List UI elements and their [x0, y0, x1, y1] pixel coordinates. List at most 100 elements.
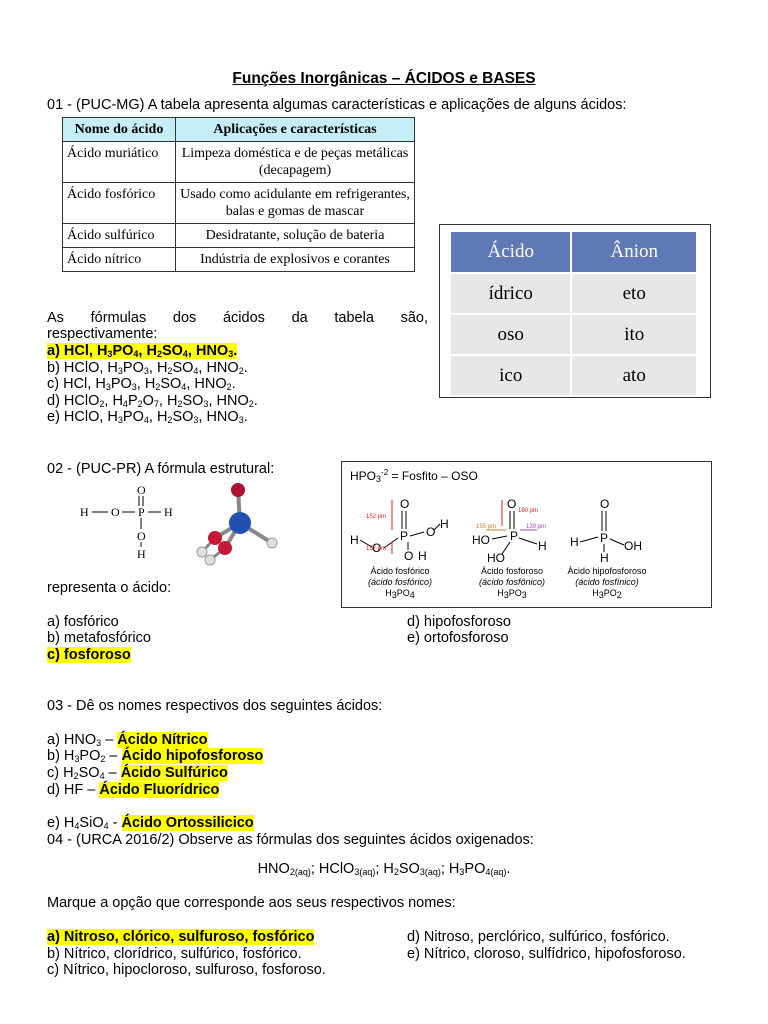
- pm-label: 155 pm: [476, 524, 496, 530]
- struct-formula: H3PO2: [557, 588, 657, 600]
- table-cell: ídrico: [451, 272, 573, 314]
- struct-formula-a: H: [385, 588, 392, 598]
- struct-formula-a: H: [497, 588, 504, 598]
- svg-text:OH: OH: [624, 539, 642, 553]
- struct-alt-name: (ácido fosfórico): [367, 577, 433, 587]
- table-header: Nome do ácido: [62, 117, 176, 142]
- anion-table-image: Ácido Ânion ídrico eto oso ito ico ato: [439, 224, 711, 398]
- q3-item-b: b) H3PO2 – Ácido hipofosforoso: [47, 748, 264, 764]
- table-header: Ácido: [451, 232, 573, 273]
- struct-formula-b: 3: [503, 590, 509, 600]
- table-row: Ácido fosfórico Usado como acidulante em…: [62, 182, 415, 224]
- q2-option-c-text: c) fosforoso: [47, 647, 131, 663]
- svg-text:HO: HO: [472, 533, 490, 547]
- svg-text:H: H: [164, 505, 173, 519]
- q2-option-d: d) hipofosforoso: [407, 614, 511, 630]
- struct-formula: H3PO4: [360, 588, 440, 600]
- q1-option-e: e) HClO, H3PO4, H2SO3, HNO3.: [47, 409, 248, 425]
- table-cell: Limpeza doméstica e de peças metálicas (…: [175, 141, 415, 183]
- table-cell: Indústria de explosivos e corantes: [175, 247, 415, 272]
- svg-text:O: O: [400, 497, 409, 511]
- svg-text:HO: HO: [487, 551, 505, 562]
- q1-option-b: b) HClO, H3PO3, H2SO4, HNO2.: [47, 360, 248, 376]
- table-row: Ácido nítrico Indústria de explosivos e …: [62, 247, 415, 272]
- q4-option-c: c) Nítrico, hipocloroso, sulfuroso, fosf…: [47, 962, 326, 978]
- svg-text:P: P: [510, 529, 518, 543]
- q3-answer: Ácido hipofosforoso: [121, 748, 264, 764]
- figure-title-sub: 3: [376, 474, 382, 484]
- struct-alt-name: (ácido fosfínico): [575, 577, 639, 587]
- pm-label: 157 pm: [366, 546, 386, 552]
- q4-option-e: e) Nítrico, cloroso, sulfídrico, hipofos…: [407, 946, 686, 962]
- struct-caption: Ácido fosfórico (ácido fosfórico) H3PO4: [360, 566, 440, 600]
- svg-text:H: H: [538, 539, 547, 553]
- q4-option-a: a) Nitroso, clórico, sulfuroso, fosfóric…: [47, 929, 315, 946]
- table-cell: Ácido nítrico: [62, 247, 176, 272]
- table-row: Ácido muriático Limpeza doméstica e de p…: [62, 141, 415, 183]
- svg-text:O: O: [600, 497, 609, 511]
- table-cell: Desidratante, solução de bateria: [175, 223, 415, 248]
- struct-name: Ácido hipofosforoso: [567, 566, 647, 576]
- struct-caption: Ácido fosforoso (ácido fosfônico) H3PO3: [467, 566, 557, 600]
- q2-question: representa o ácido:: [47, 580, 172, 596]
- table-cell: ato: [571, 354, 698, 395]
- q1-option-c: c) HCl, H3PO3, H2SO4, HNO2.: [47, 376, 236, 392]
- table-row: ídrico eto: [451, 272, 698, 314]
- svg-text:O: O: [426, 525, 435, 539]
- svg-text:P: P: [400, 529, 408, 543]
- q2-stem: 02 - (PUC-PR) A fórmula estrutural:: [47, 461, 275, 477]
- table-header-row: Nome do ácido Aplicações e característic…: [62, 117, 415, 142]
- q3-answer: Ácido Fluorídrico: [99, 782, 220, 798]
- svg-text:O: O: [404, 549, 413, 562]
- struct-formula-c: PO: [508, 588, 522, 598]
- q2-option-a: a) fosfórico: [47, 614, 119, 630]
- q2-option-c: c) fosforoso: [47, 647, 131, 664]
- ball-and-stick-model-image: [196, 483, 278, 566]
- struct-name: Ácido fosforoso: [480, 566, 544, 576]
- struct-formula-c: PO: [396, 588, 410, 598]
- q3-item-c: c) H2SO4 – Ácido Sulfúrico: [47, 765, 228, 781]
- table-header-row: Ácido Ânion: [451, 232, 698, 273]
- q4-option-b: b) Nítrico, clorídrico, sulfúrico, fosfó…: [47, 946, 302, 962]
- q3-answer: Ácido Ortossilicico: [121, 815, 254, 831]
- table-cell: Ácido muriático: [62, 141, 176, 183]
- struct-caption: Ácido hipofosforoso (ácido fosfínico) H3…: [557, 566, 657, 600]
- svg-text:H: H: [80, 505, 89, 519]
- struct-name: Ácido fosfórico: [370, 566, 430, 576]
- table-header: Aplicações e características: [175, 117, 415, 142]
- struct-formula-b: 3: [598, 590, 604, 600]
- struct-formula-d: 4: [409, 590, 415, 600]
- struct-formula-d: 2: [616, 590, 622, 600]
- q3-item-e: e) H4SiO4 - Ácido Ortossilicico: [47, 815, 254, 831]
- q3-answer: Ácido Sulfúrico: [120, 765, 228, 781]
- figure-title-sup: -2: [381, 468, 389, 477]
- svg-text:H: H: [570, 535, 579, 549]
- figure-title-rest: = Fosfito – OSO: [388, 469, 478, 483]
- q4-prompt: Marque a opção que corresponde aos seus …: [47, 895, 456, 911]
- q4-formulas: HNO2(aq); HClO3(aq); H2SO3(aq); H3PO4(aq…: [257, 861, 511, 877]
- q1-option-a: a) HCl, H3PO4, H2SO4, HNO3.: [47, 343, 238, 359]
- q1-option-d: d) HClO2, H4P2O7, H2SO3, HNO2.: [47, 393, 258, 409]
- q1-question-line2: respectivamente:: [47, 326, 158, 342]
- svg-text:O: O: [507, 497, 516, 511]
- table-cell: Usado como acidulante em refrigerantes, …: [175, 182, 415, 224]
- svg-text:H: H: [440, 517, 449, 531]
- svg-text:H: H: [137, 547, 146, 561]
- struct-formula: H3PO3: [467, 588, 557, 600]
- structural-formula-image: O H O P H O H: [80, 483, 173, 561]
- struct-formula-c: PO: [603, 588, 617, 598]
- pm-label: 152 pm: [366, 514, 386, 520]
- svg-text:H: H: [418, 549, 427, 562]
- struct-formula-b: 3: [391, 590, 397, 600]
- q3-answer: Ácido Nítrico: [117, 732, 208, 748]
- svg-text:O: O: [137, 483, 146, 497]
- table-cell: eto: [571, 272, 698, 314]
- table-row: Ácido sulfúrico Desidratante, solução de…: [62, 223, 415, 248]
- svg-text:P: P: [138, 505, 145, 519]
- q3-item-d: d) HF – Ácido Fluorídrico: [47, 782, 220, 798]
- table-cell: ito: [571, 313, 698, 355]
- page-title-text: Funções Inorgânicas – ÁCIDOS e BASES: [232, 70, 536, 87]
- pm-label: 160 pm: [518, 508, 538, 514]
- svg-text:O: O: [372, 541, 381, 555]
- figure-title: HPO3-2 = Fosfito – OSO: [350, 468, 478, 484]
